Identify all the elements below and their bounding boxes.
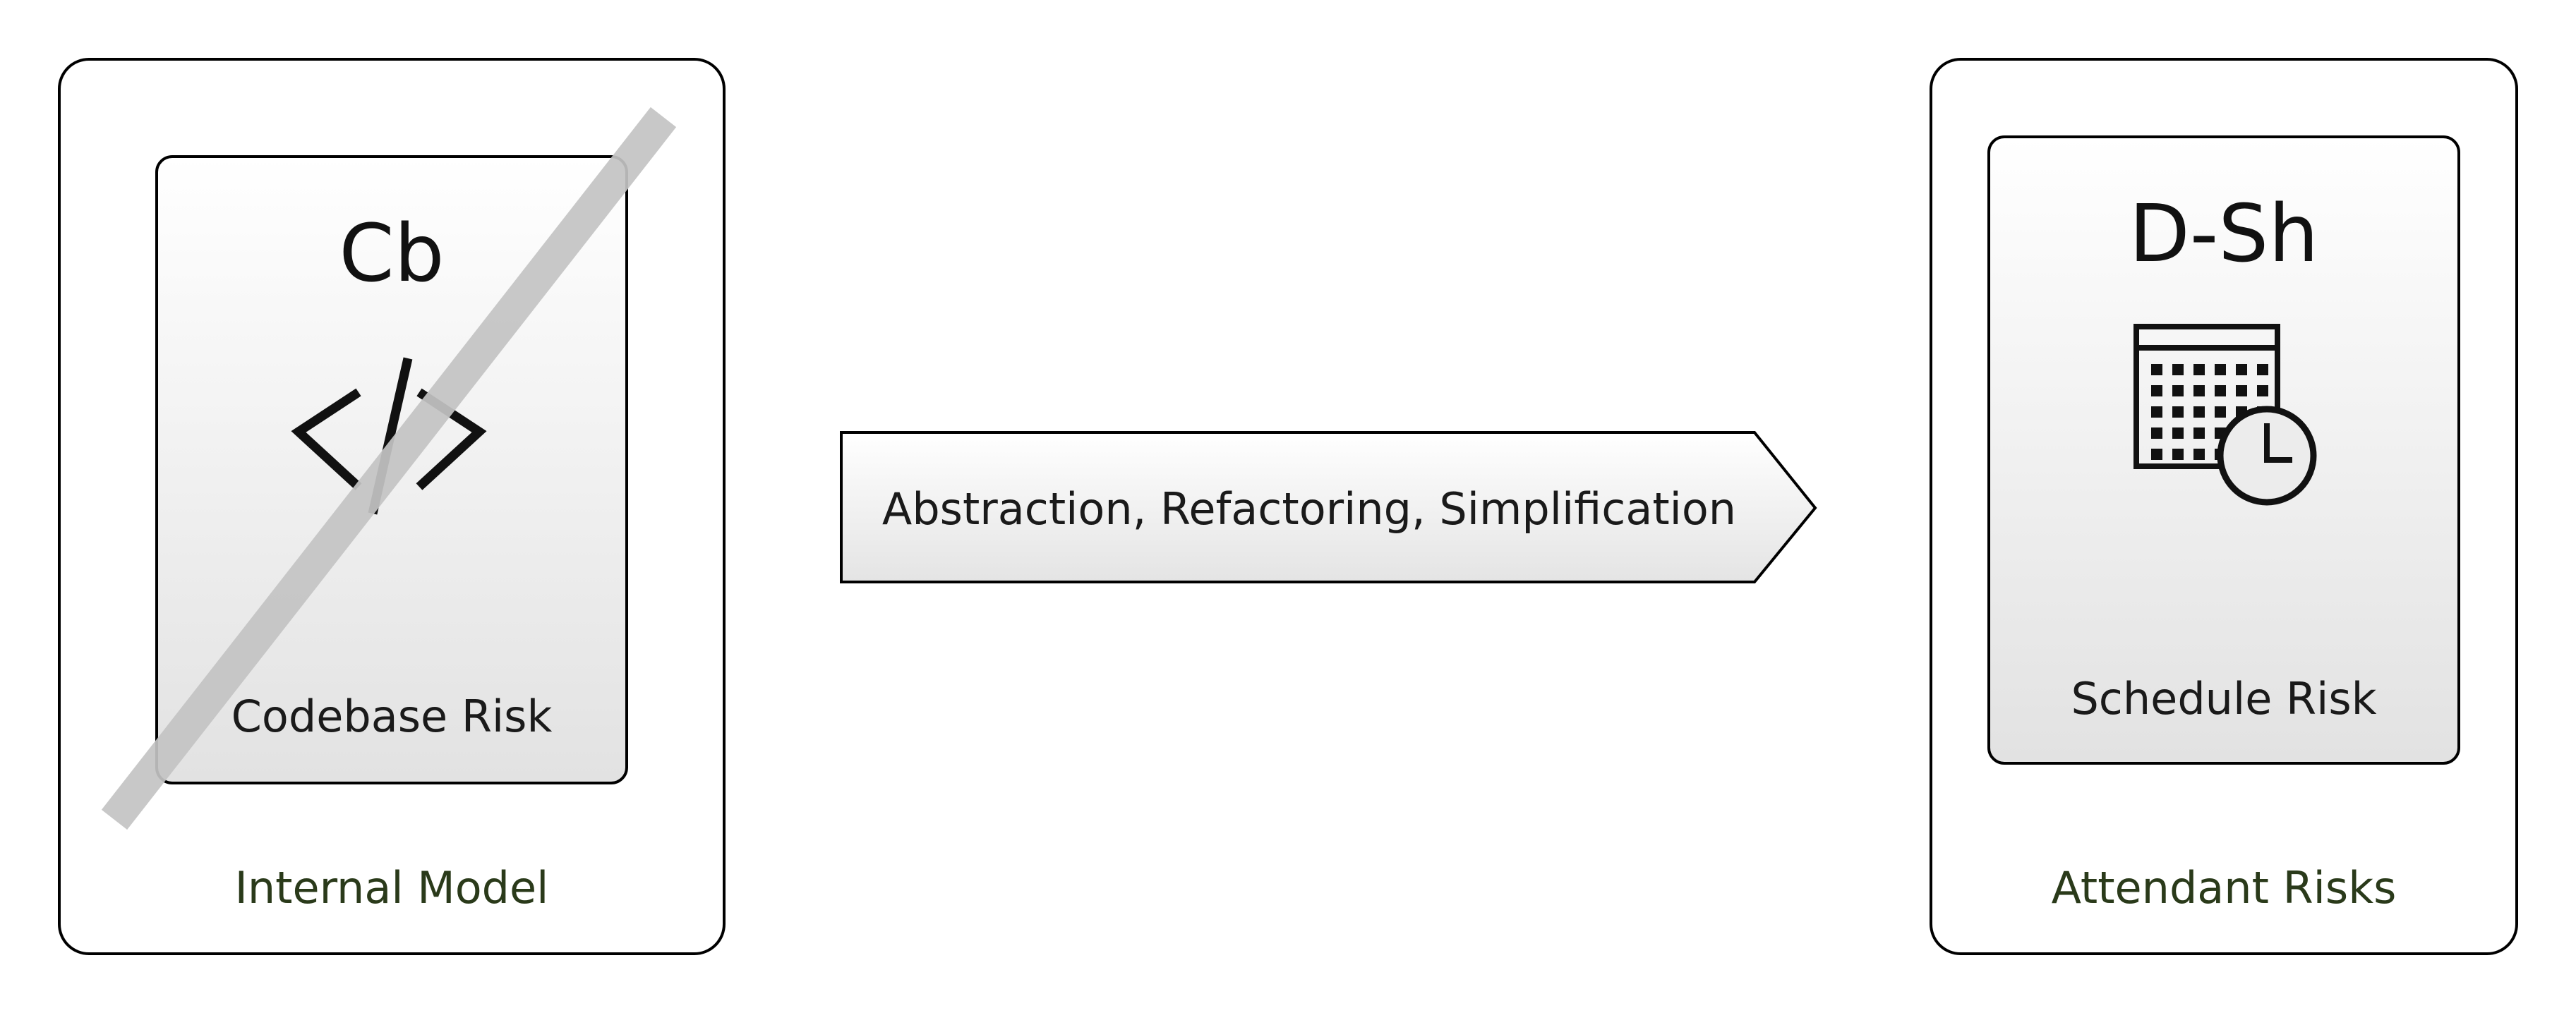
- calendar-day-cell: [2215, 364, 2226, 375]
- strike-through-bar: [101, 107, 677, 830]
- calendar-day-cell: [2151, 385, 2162, 396]
- calendar-day-cell: [2151, 364, 2162, 375]
- calendar-day-cell: [2193, 385, 2205, 396]
- calendar-day-cell: [2193, 427, 2205, 439]
- schedule-risk-abbreviation: D-Sh: [2129, 188, 2319, 280]
- calendar-day-cell: [2215, 385, 2226, 396]
- codebase-risk-caption: Codebase Risk: [231, 691, 553, 742]
- calendar-day-cell: [2257, 385, 2268, 396]
- process-arrow-label: Abstraction, Refactoring, Simplification: [882, 483, 1736, 535]
- calendar-day-cell: [2215, 406, 2226, 418]
- calendar-day-cell: [2257, 364, 2268, 375]
- calendar-day-cell: [2172, 364, 2184, 375]
- calendar-day-cell: [2193, 364, 2205, 375]
- calendar-day-cell: [2193, 406, 2205, 418]
- calendar-day-cell: [2172, 449, 2184, 460]
- codebase-risk-abbreviation: Cb: [339, 208, 444, 300]
- attendant-risks-group: D-Sh Schedule Risk Attendant Risks: [1930, 58, 2518, 955]
- calendar-day-cell: [2172, 427, 2184, 439]
- internal-model-group: Cb Codebase Risk Internal Model: [58, 58, 726, 955]
- schedule-risk-caption: Schedule Risk: [2071, 673, 2376, 724]
- internal-model-label: Internal Model: [235, 862, 549, 914]
- process-arrow-shape: [840, 431, 1817, 583]
- calendar-day-cell: [2151, 427, 2162, 439]
- calendar-day-cell: [2236, 385, 2247, 396]
- calendar-day-cell: [2193, 449, 2205, 460]
- calendar-day-cell: [2236, 364, 2247, 375]
- schedule-risk-card: D-Sh Schedule Risk: [1987, 135, 2460, 765]
- calendar-clock-icon: [2133, 324, 2317, 506]
- calendar-day-cell: [2151, 406, 2162, 418]
- calendar-day-cell: [2172, 406, 2184, 418]
- calendar-day-cell: [2172, 385, 2184, 396]
- process-arrow: Abstraction, Refactoring, Simplification: [840, 431, 1817, 583]
- calendar-day-cell: [2151, 449, 2162, 460]
- attendant-risks-label: Attendant Risks: [2052, 862, 2397, 914]
